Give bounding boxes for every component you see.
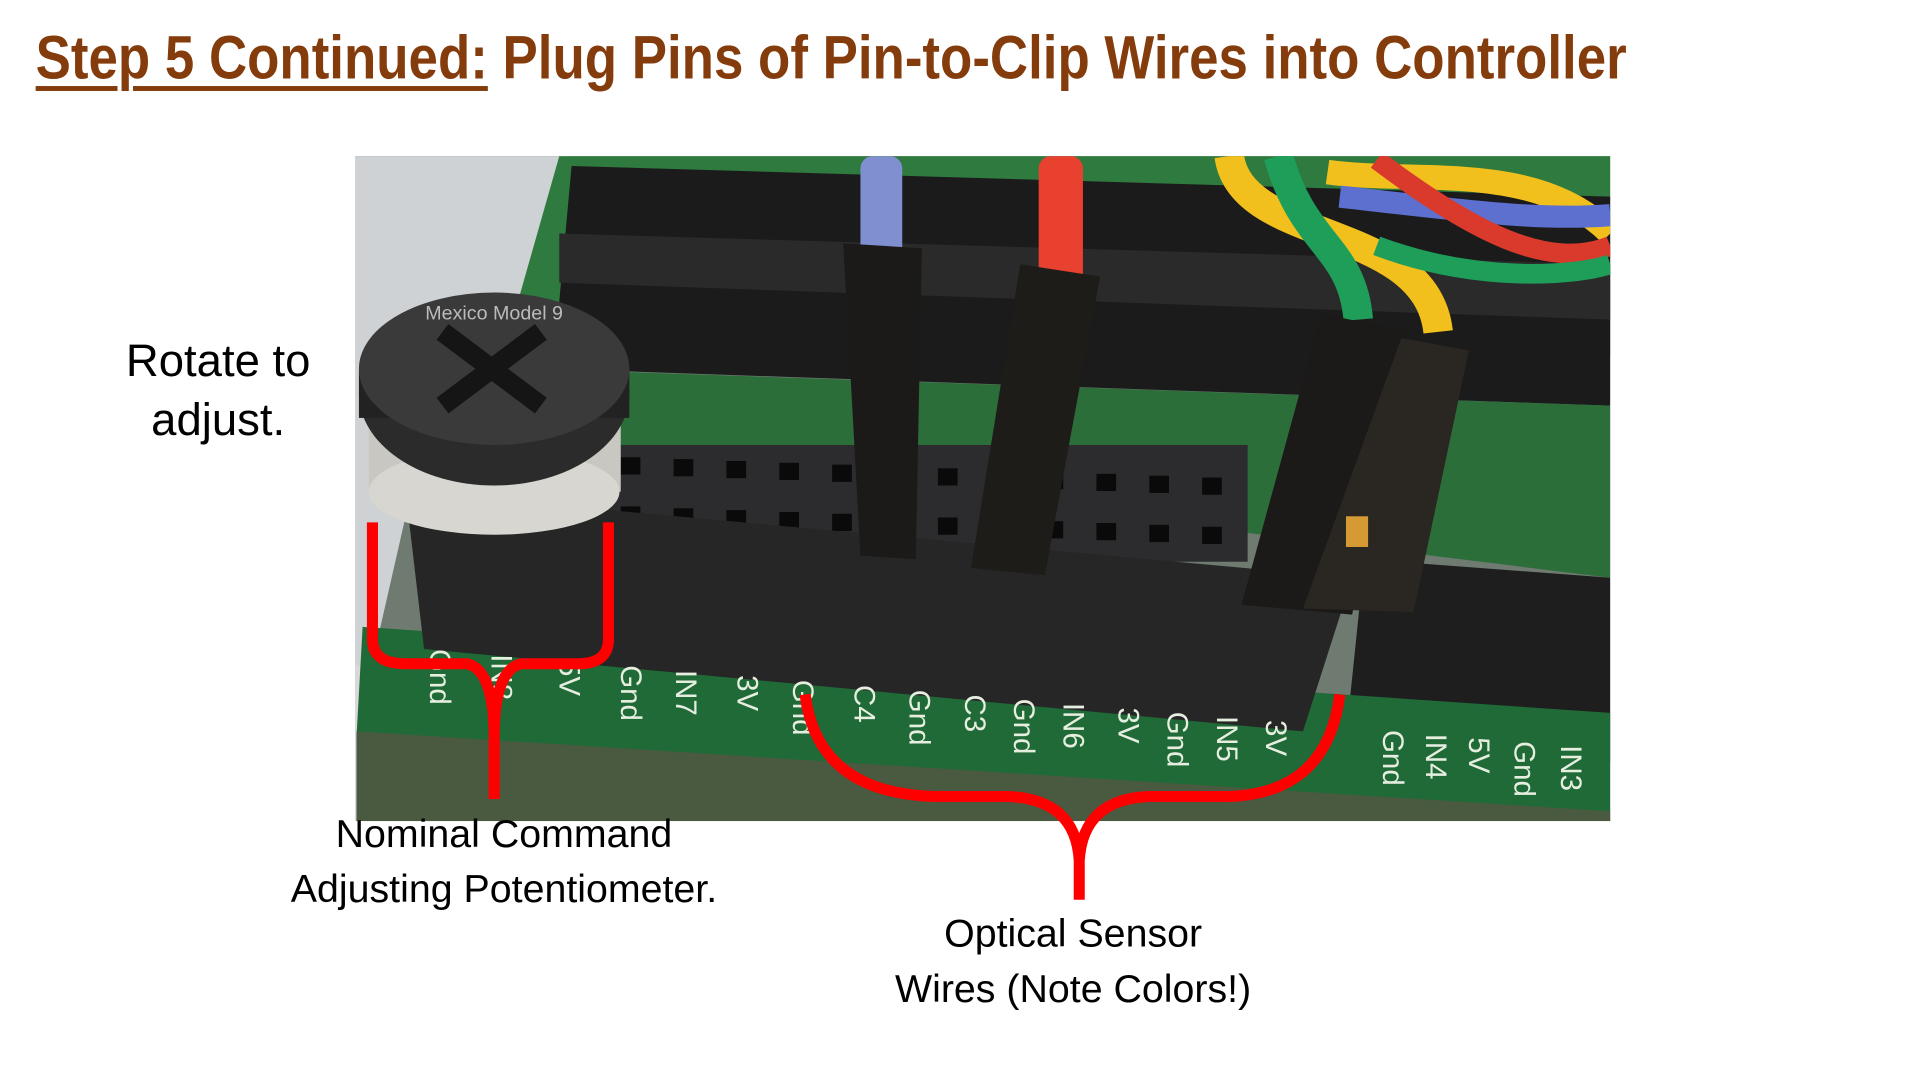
socket-hole: [1096, 523, 1117, 541]
title-step-label: Step 5 Continued:: [35, 23, 488, 93]
pin-label: IN4: [1419, 734, 1452, 780]
pin-label: Gnd: [1161, 712, 1194, 768]
optical-sensor-caption: Optical Sensor Wires (Note Colors!): [848, 906, 1298, 1018]
pin-label: IN8: [485, 654, 518, 700]
pin-label: Gnd: [1007, 699, 1040, 755]
blue-wire: [843, 156, 922, 560]
potentiometer-caption-line1: Nominal Command: [335, 811, 673, 856]
pin-label: 5V: [1462, 737, 1495, 773]
socket-hole: [779, 462, 799, 481]
optical-caption-line2: Wires (Note Colors!): [894, 966, 1252, 1011]
pin-label: IN6: [1056, 703, 1089, 749]
pin-label: Gnd: [1507, 741, 1540, 797]
red-wire: [971, 156, 1101, 576]
socket-hole: [1149, 475, 1169, 493]
pin-label: 3V: [1259, 720, 1292, 756]
potentiometer-caption-line2: Adjusting Potentiometer.: [290, 867, 718, 912]
pin-label: IN3: [1554, 745, 1587, 791]
socket-hole: [620, 457, 641, 475]
socket-hole: [937, 468, 958, 486]
front-header: [405, 491, 1353, 732]
green-yellow-wires: [1214, 156, 1611, 615]
socket-hole: [1096, 473, 1117, 492]
pin-label: Gnd: [423, 649, 456, 705]
pin-label: IN7: [669, 670, 702, 716]
optical-caption-line1: Optical Sensor: [944, 910, 1203, 956]
potentiometer-caption: Nominal Command Adjusting Potentiometer.: [246, 806, 762, 918]
pin-label: IN5: [1210, 716, 1243, 762]
pin-label: C3: [958, 694, 991, 732]
pin-label: Gnd: [614, 665, 647, 721]
socket-hole: [1149, 524, 1169, 543]
potentiometer-marking: Mexico Model 9: [425, 303, 563, 325]
socket-hole: [726, 460, 747, 479]
socket-hole: [673, 459, 694, 477]
pin-label: Gnd: [1376, 730, 1409, 786]
socket-hole: [832, 464, 852, 482]
slide-title: Step 5 Continued: Plug Pins of Pin-to-Cl…: [36, 22, 1627, 93]
pin-label: Gnd: [786, 680, 819, 736]
socket-hole: [1202, 477, 1222, 495]
title-text: Plug Pins of Pin-to-Clip Wires into Cont…: [487, 23, 1627, 93]
rotate-caption-line2: adjust.: [151, 394, 286, 446]
socket-hole: [832, 513, 852, 532]
socket-hole: [1202, 526, 1222, 544]
pin-label: Gnd: [903, 690, 936, 746]
rotate-caption-line1: Rotate to: [125, 335, 311, 386]
potentiometer: Mexico Model 9: [358, 292, 630, 535]
pin-label: 5V: [552, 660, 585, 696]
socket-hole: [779, 511, 799, 530]
pin-label: 3V: [731, 675, 764, 711]
pin-label: C4: [847, 685, 880, 723]
socket-hole: [937, 517, 958, 535]
rotate-caption: Rotate to adjust.: [104, 332, 331, 450]
pin-label: 3V: [1112, 708, 1145, 744]
